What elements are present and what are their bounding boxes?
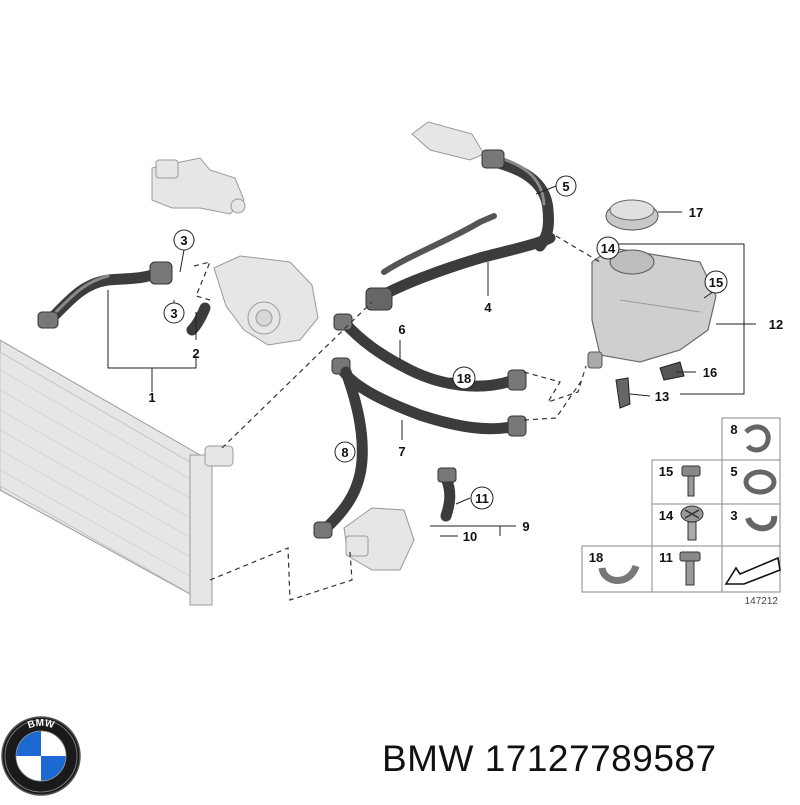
- callout-12: 12: [769, 317, 783, 332]
- hose-2: [186, 302, 211, 336]
- callout-13: 13: [655, 389, 669, 404]
- hose-9: [437, 467, 457, 522]
- callout-10: 10: [463, 529, 477, 544]
- svg-text:5: 5: [562, 179, 569, 194]
- hose-8: [313, 366, 368, 539]
- inset-label-11: 11: [659, 550, 673, 565]
- svg-text:14: 14: [601, 241, 616, 256]
- inset-screw-15: [681, 465, 701, 497]
- outlet-flange-ghost: [411, 121, 485, 161]
- callout-16: 16: [703, 365, 717, 380]
- thermostat-housing-ghost: [151, 157, 246, 215]
- svg-text:11: 11: [475, 491, 489, 506]
- arrow-icon: [724, 556, 781, 585]
- water-pump-ghost: [213, 255, 319, 346]
- callout-9: 9: [522, 519, 529, 534]
- callout-11: 11: [470, 486, 494, 510]
- small-parts-inset: 8 15 5 14 3 18 11 147212: [581, 417, 781, 607]
- inset-label-15: 15: [659, 464, 673, 479]
- svg-text:3: 3: [170, 306, 177, 321]
- hose-1: [37, 261, 173, 329]
- inset-label-5: 5: [730, 464, 737, 479]
- expansion-tank-cap: [605, 199, 659, 231]
- callout-8: 8: [334, 441, 356, 463]
- callout-3-lower: 3: [163, 302, 185, 324]
- bmw-logo: BMW: [1, 716, 81, 796]
- callout-5: 5: [555, 175, 577, 197]
- svg-text:8: 8: [341, 445, 348, 460]
- logo-lettering: BMW: [26, 718, 55, 731]
- inset-clamp-18: [598, 564, 640, 584]
- inset-clamp-3: [745, 515, 777, 532]
- electric-pump-ghost: [343, 507, 415, 571]
- hose-6: [333, 313, 527, 392]
- inset-label-18: 18: [589, 550, 603, 565]
- callout-7: 7: [398, 444, 405, 459]
- callout-3-upper: 3: [173, 229, 195, 251]
- radiator: [0, 339, 234, 606]
- reference-code: 147212: [745, 596, 779, 607]
- part-number-caption: BMW 17127789587: [382, 738, 717, 779]
- hose-4: [365, 213, 556, 311]
- callout-2: 2: [192, 346, 199, 361]
- inset-screw-14: [680, 505, 704, 541]
- svg-text:18: 18: [457, 371, 471, 386]
- callout-14: 14: [596, 236, 620, 260]
- inset-label-3: 3: [730, 508, 737, 523]
- inset-bolt-11: [679, 551, 701, 586]
- callout-15: 15: [704, 270, 728, 294]
- callout-18: 18: [452, 366, 476, 390]
- callout-17: 17: [689, 205, 703, 220]
- expansion-tank: [587, 247, 717, 369]
- callout-4: 4: [484, 300, 492, 315]
- callout-1: 1: [148, 390, 155, 405]
- svg-text:15: 15: [709, 275, 723, 290]
- inset-label-14: 14: [659, 508, 674, 523]
- connection-lines: [193, 235, 601, 601]
- hose-5: [481, 149, 554, 252]
- svg-text:3: 3: [180, 233, 187, 248]
- inset-clamp-8: [744, 424, 771, 453]
- inset-label-8: 8: [730, 422, 737, 437]
- level-sensor: [615, 361, 685, 409]
- inset-clamp-5: [743, 469, 777, 495]
- callout-6: 6: [398, 322, 405, 337]
